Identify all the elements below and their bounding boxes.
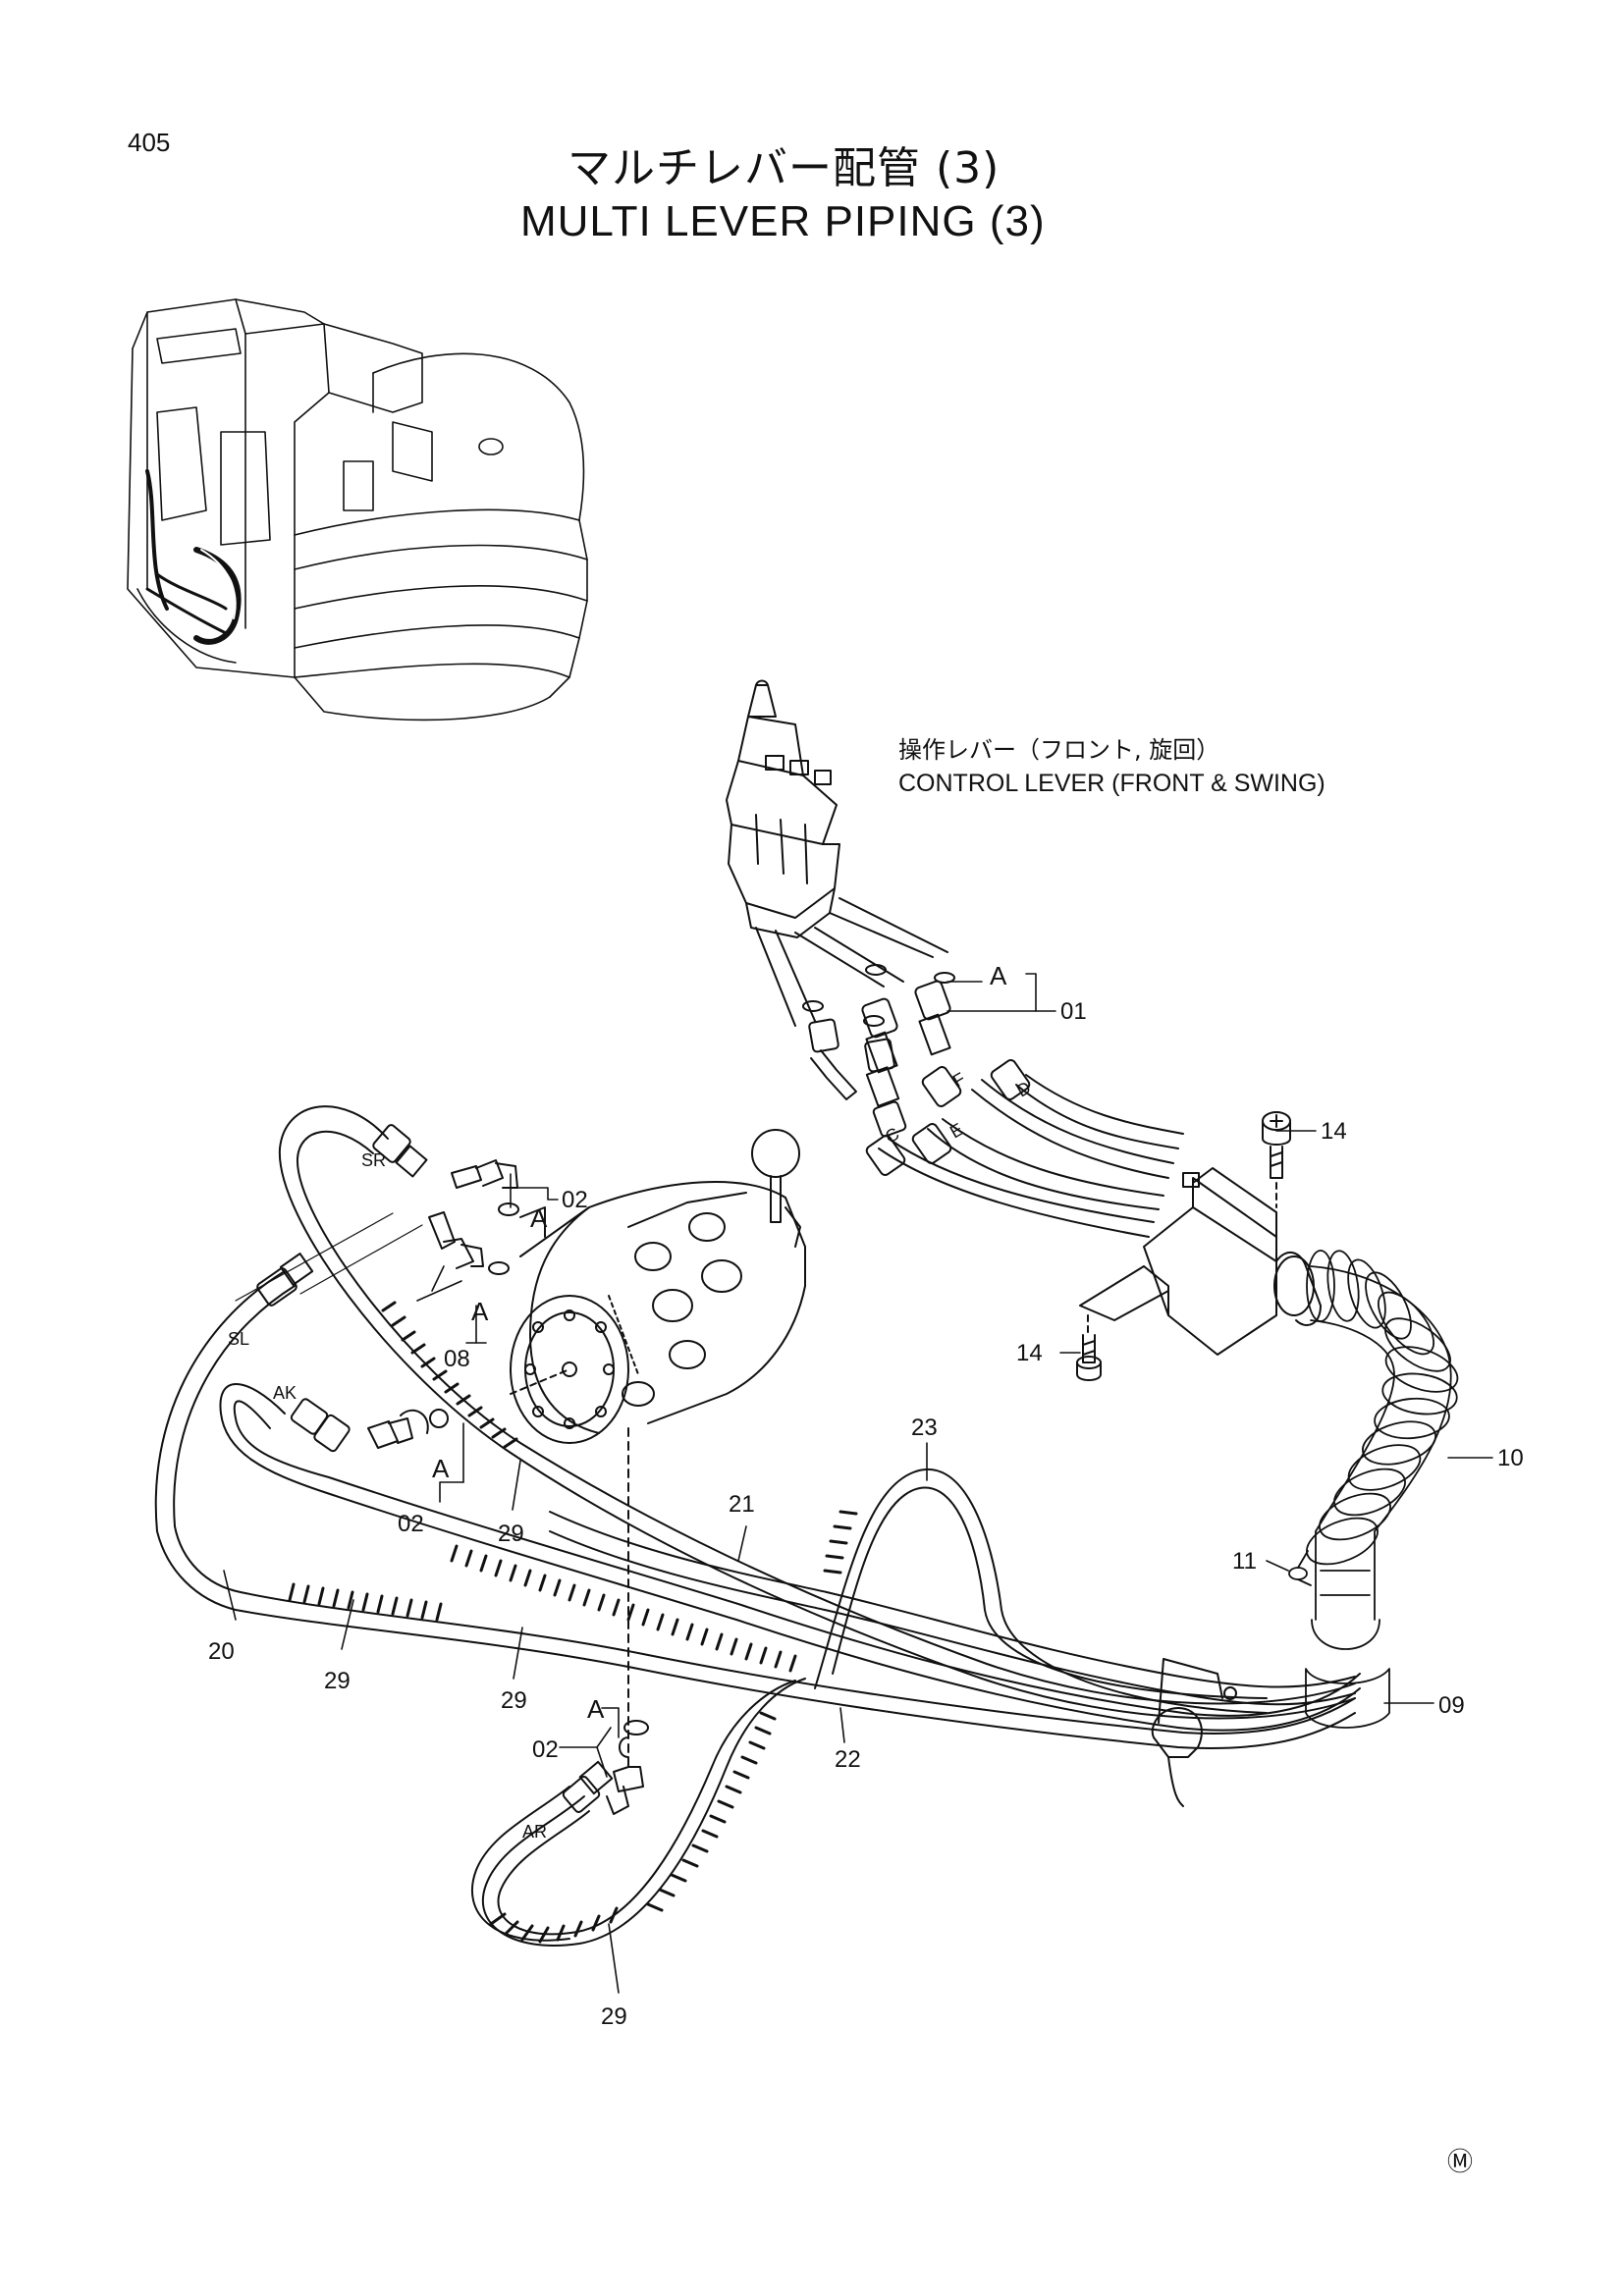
- bolt-14-upper: [1262, 1111, 1291, 1208]
- callout-22: 22: [835, 1746, 861, 1773]
- ref-a-valve-side: A: [471, 1297, 489, 1326]
- swing-valve-assembly: [510, 1129, 806, 1768]
- callout-10: 10: [1497, 1445, 1524, 1471]
- callout-02-lower: 02: [532, 1736, 559, 1763]
- ref-a-lever: A: [990, 961, 1007, 990]
- lever-hoses: [865, 1059, 1184, 1238]
- page-number: 405: [128, 128, 171, 157]
- port-labels: SR SL AK AR C D E F: [228, 1069, 1034, 1842]
- port-label-sl: SL: [228, 1329, 249, 1349]
- callout-14-lower: 14: [1016, 1340, 1043, 1366]
- port-label-ak: AK: [273, 1383, 297, 1403]
- page-title-english: MULTI LEVER PIPING (3): [520, 197, 1046, 245]
- bolt-14-lower: [1076, 1314, 1102, 1381]
- reference-labels: A A A A A: [432, 961, 1007, 1724]
- control-lever-caption-english: CONTROL LEVER (FRONT & SWING): [898, 770, 1325, 797]
- callout-29-d: 29: [601, 2003, 627, 2030]
- port-label-d: D: [1013, 1078, 1034, 1101]
- spiral-guard-29: [288, 1301, 858, 1944]
- adaptor-fittings-01: [808, 980, 951, 1138]
- callout-20: 20: [208, 1638, 235, 1665]
- port-label-ar: AR: [522, 1822, 547, 1842]
- callout-02-upper: 02: [562, 1187, 588, 1213]
- callout-14-upper: 14: [1321, 1118, 1347, 1145]
- port-label-e: E: [947, 1119, 966, 1142]
- leader-lines: [223, 973, 1493, 1994]
- callout-21: 21: [729, 1491, 755, 1518]
- manufacturer-mark: Ⓜ: [1447, 2147, 1474, 2176]
- excavator-location-thumbnail: [127, 298, 588, 721]
- callout-09: 09: [1438, 1692, 1465, 1719]
- elbow-fittings-02-08: [367, 1159, 649, 1815]
- port-label-f: F: [949, 1069, 969, 1092]
- callout-11: 11: [1232, 1548, 1257, 1575]
- hose-clamp: [1151, 1658, 1237, 1807]
- callout-23: 23: [911, 1415, 938, 1441]
- callout-29-b: 29: [498, 1521, 524, 1547]
- callout-02-middle: 02: [398, 1511, 424, 1537]
- callout-29-a: 29: [324, 1668, 351, 1694]
- part-number-callouts: 01 02 02 02 08 09 10 11 14 14 20 21 22 2…: [208, 998, 1524, 2030]
- control-lever-caption-japanese: 操作レバー（フロント, 旋回）: [898, 736, 1220, 764]
- ref-a-valve-upper: A: [530, 1203, 548, 1233]
- port-label-sr: SR: [361, 1150, 386, 1170]
- ref-a-lower: A: [587, 1694, 605, 1724]
- hose-bracket-and-cover: [1079, 1167, 1322, 1356]
- ref-a-middle: A: [432, 1454, 450, 1483]
- callout-29-c: 29: [501, 1687, 527, 1714]
- hoses-20-21-22-23: [154, 1105, 1361, 1749]
- callout-01: 01: [1060, 998, 1087, 1025]
- page-title-japanese: マルチレバー配管 (3): [568, 143, 1001, 193]
- callout-08: 08: [444, 1346, 470, 1372]
- hose-ar-loop: [470, 1678, 806, 1947]
- port-label-c: C: [882, 1124, 902, 1148]
- corrugated-tube-10: [1288, 1250, 1459, 1729]
- control-lever-front-swing: [726, 679, 955, 1027]
